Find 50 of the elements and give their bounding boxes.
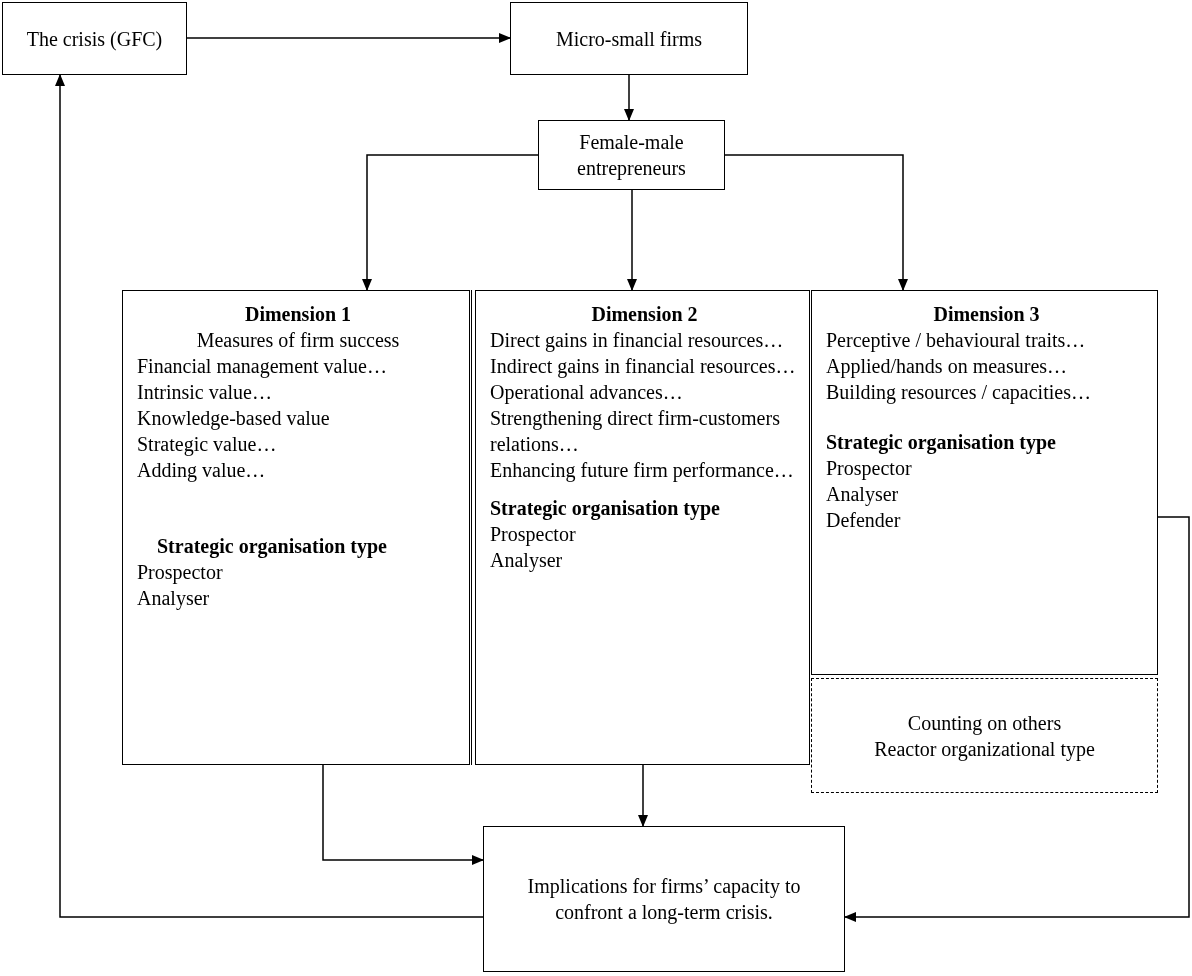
box-text: Female-male entrepreneurs [576,130,687,181]
arrow [724,154,908,291]
box-text: Micro-small firms [555,26,703,52]
box-text: Applied/hands on measures… [826,354,1069,379]
dimension-box [122,290,470,765]
box-text: Analyser [137,586,211,611]
arrow [322,764,484,865]
box-text: Enhancing future firm performance… [490,458,795,483]
dimension-box [475,290,810,765]
box-text: Adding value… [137,458,267,483]
section-heading: Strategic organisation type [826,430,1057,455]
arrow [627,189,637,291]
box-text: Direct gains in financial resources… [490,328,785,353]
process-box [483,826,845,972]
box-text: Building resources / capacities… [826,380,1092,405]
box-text: Intrinsic value… [137,380,273,405]
box-text: The crisis (GFC) [26,26,163,52]
box-heading: Dimension 3 [932,302,1041,327]
box-text: Indirect gains in financial resources… [490,354,797,379]
box-text: Measures of firm success [195,328,401,353]
arrow [624,74,634,121]
box-text: Prospector [490,522,577,547]
arrow [186,33,511,43]
dashed-box [811,678,1158,793]
box-text: Knowledge-based value [137,406,331,431]
box-text: Analyser [490,548,564,573]
process-box [538,120,725,190]
arrow [844,516,1190,922]
section-heading: Strategic organisation type [490,496,721,521]
box-text: Strengthening direct firm-customers relations… [490,406,781,457]
box-text: Defender [826,508,902,533]
process-box [2,2,187,75]
process-box [510,2,748,75]
box-text: Analyser [826,482,900,507]
box-heading: Dimension 2 [590,302,699,327]
box-heading: Dimension 1 [243,302,353,327]
box-text: Strategic value… [137,432,278,457]
arrow [638,764,648,827]
box-text: Operational advances… [490,380,684,405]
arrow [362,154,539,291]
box-text: Counting on others [907,710,1062,736]
box-text: Reactor organizational type [874,736,1095,762]
box-text: Financial management value… [137,354,388,379]
box-text: Perceptive / behavioural traits… [826,328,1087,353]
arrow [55,74,484,918]
section-heading: Strategic organisation type [156,534,388,559]
box-text: Prospector [137,560,224,585]
box-text: Implications for firms’ capacity to confront a long-term crisis. [526,874,802,925]
dimension-box [811,290,1158,675]
box-text: Prospector [826,456,913,481]
